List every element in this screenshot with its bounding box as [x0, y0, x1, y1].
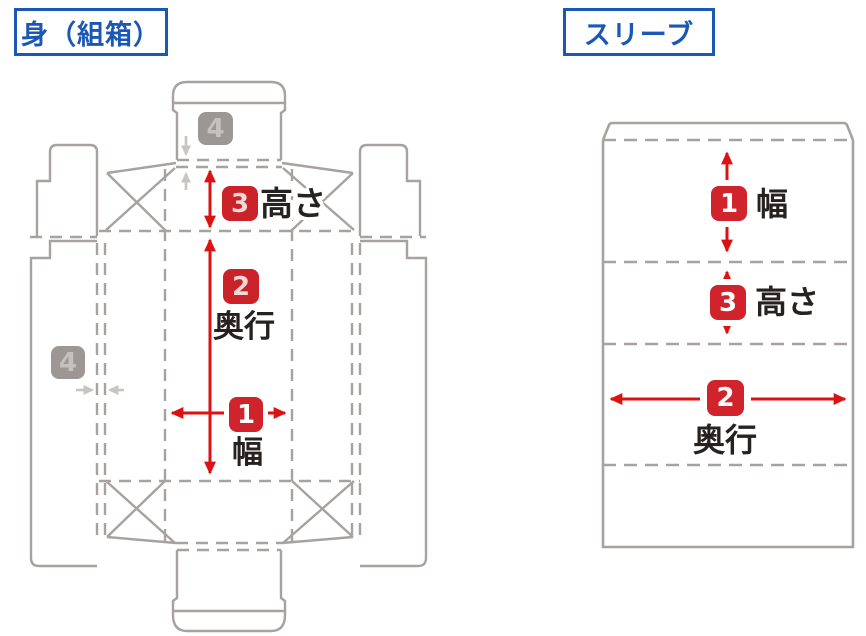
depth-label-right: 奥行 [693, 421, 758, 459]
bottom-shoulder-cuts [106, 535, 354, 545]
gap-badge-top: 4 [198, 112, 233, 145]
sleeve-dieline [601, 121, 855, 549]
corner-gusset-top-right [282, 167, 355, 231]
height-badge-left: 3 [222, 186, 258, 221]
sleeve-title-text: スリーブ [583, 19, 695, 51]
width-label-left: 幅 [232, 435, 263, 471]
depth-label-left: 奥行 [213, 309, 275, 345]
height-badge-right: 3 [710, 285, 746, 320]
bottom-tuck-flap [171, 550, 287, 633]
tray-fold-lines [30, 158, 426, 552]
gap-badge-side: 4 [51, 346, 85, 379]
gray-gap-arrows [76, 136, 191, 395]
tray-title: 身（組箱） [14, 8, 168, 56]
depth-badge-right: 2 [707, 380, 744, 416]
left-upper-flap [35, 143, 99, 236]
top-tuck-flap [171, 80, 287, 160]
tray-title-text: 身（組箱） [21, 19, 161, 51]
left-side-flap [29, 239, 97, 568]
corner-gusset-top-left [105, 167, 176, 231]
width-label-right: 幅 [756, 185, 789, 223]
sleeve-title: スリーブ [563, 8, 715, 56]
depth-badge-left: 2 [223, 269, 259, 304]
sleeve-glue-flap [601, 121, 855, 141]
height-label-right: 高さ [755, 283, 820, 321]
width-badge-right: 1 [711, 186, 747, 221]
corner-gusset-bottom-left [105, 480, 176, 544]
corner-gusset-bottom-right [282, 480, 355, 544]
top-shoulder-cuts [106, 161, 354, 175]
right-upper-flap [358, 143, 422, 236]
tray-dieline [29, 80, 428, 633]
height-label-left: 高さ [260, 184, 326, 223]
width-badge-left: 1 [229, 397, 263, 432]
right-side-flap [360, 239, 428, 568]
